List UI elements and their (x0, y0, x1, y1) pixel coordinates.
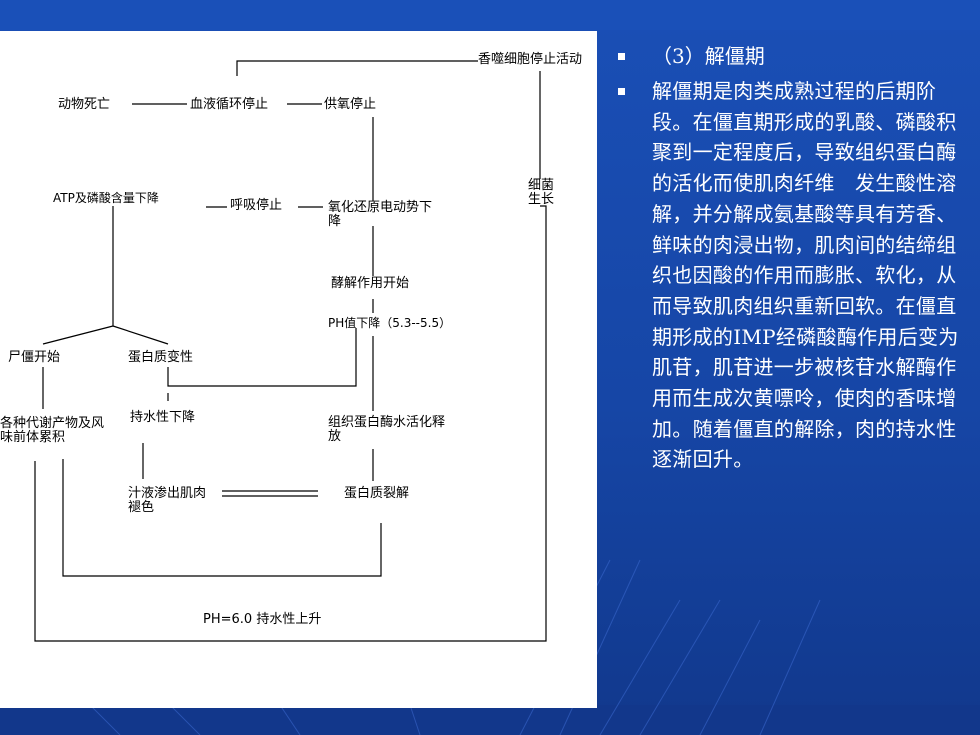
label-rigor-start: 尸僵开始 (8, 350, 61, 365)
section-title-row: （3）解僵期 (612, 40, 972, 72)
label-fragrance-cell-stop: 香噬细胞停止活动 (478, 52, 583, 67)
label-atp-decrease: ATP及磷酸含量下降 (53, 191, 159, 205)
label-water-holding-drop: 持水性下降 (130, 410, 196, 425)
flowchart-connectors (34, 60, 547, 642)
label-bacteria-growth: 细菌生长 (528, 178, 555, 207)
label-tissue-enzyme-activation: 组织蛋白酶水活化释放 (328, 415, 446, 444)
label-oxygen-supply-stop: 供氧停止 (324, 97, 377, 112)
section-title: （3）解僵期 (652, 44, 765, 68)
bullet-square-icon (618, 53, 625, 60)
label-respiration-stop: 呼吸停止 (230, 198, 283, 213)
diagram-panel: 香噬细胞停止活动 动物死亡 血液循环停止 供氧停止 细菌生长 ATP及磷酸含量下… (0, 31, 597, 708)
label-juice-exudation: 汁液渗出肌肉褪色 (128, 486, 207, 515)
label-redox-potential-drop: 氧化还原电动势下降 (328, 200, 433, 229)
label-ph-rise: PH=6.0 持水性上升 (203, 612, 322, 627)
label-protein-breakdown: 蛋白质裂解 (344, 486, 410, 501)
bottom-band (0, 705, 980, 735)
section-body-row: 解僵期是肉类成熟过程的后期阶段。在僵直期形成的乳酸、磷酸积聚到一定程度后，导致组… (612, 76, 972, 475)
label-blood-circulation-stop: 血液循环停止 (190, 97, 269, 112)
section-body: 解僵期是肉类成熟过程的后期阶段。在僵直期形成的乳酸、磷酸积聚到一定程度后，导致组… (652, 79, 959, 472)
label-ph-drop: PH值下降（5.3--5.5） (328, 316, 452, 330)
text-panel: （3）解僵期 解僵期是肉类成熟过程的后期阶段。在僵直期形成的乳酸、磷酸积聚到一定… (612, 40, 972, 475)
label-animal-death: 动物死亡 (58, 97, 111, 112)
top-band (0, 0, 980, 30)
label-protein-denature: 蛋白质变性 (128, 350, 194, 365)
bullet-square-icon (618, 88, 625, 95)
label-metabolites-accumulate: 各种代谢产物及风味前体累积 (0, 416, 105, 445)
label-glycolysis-start: 酵解作用开始 (331, 276, 410, 291)
